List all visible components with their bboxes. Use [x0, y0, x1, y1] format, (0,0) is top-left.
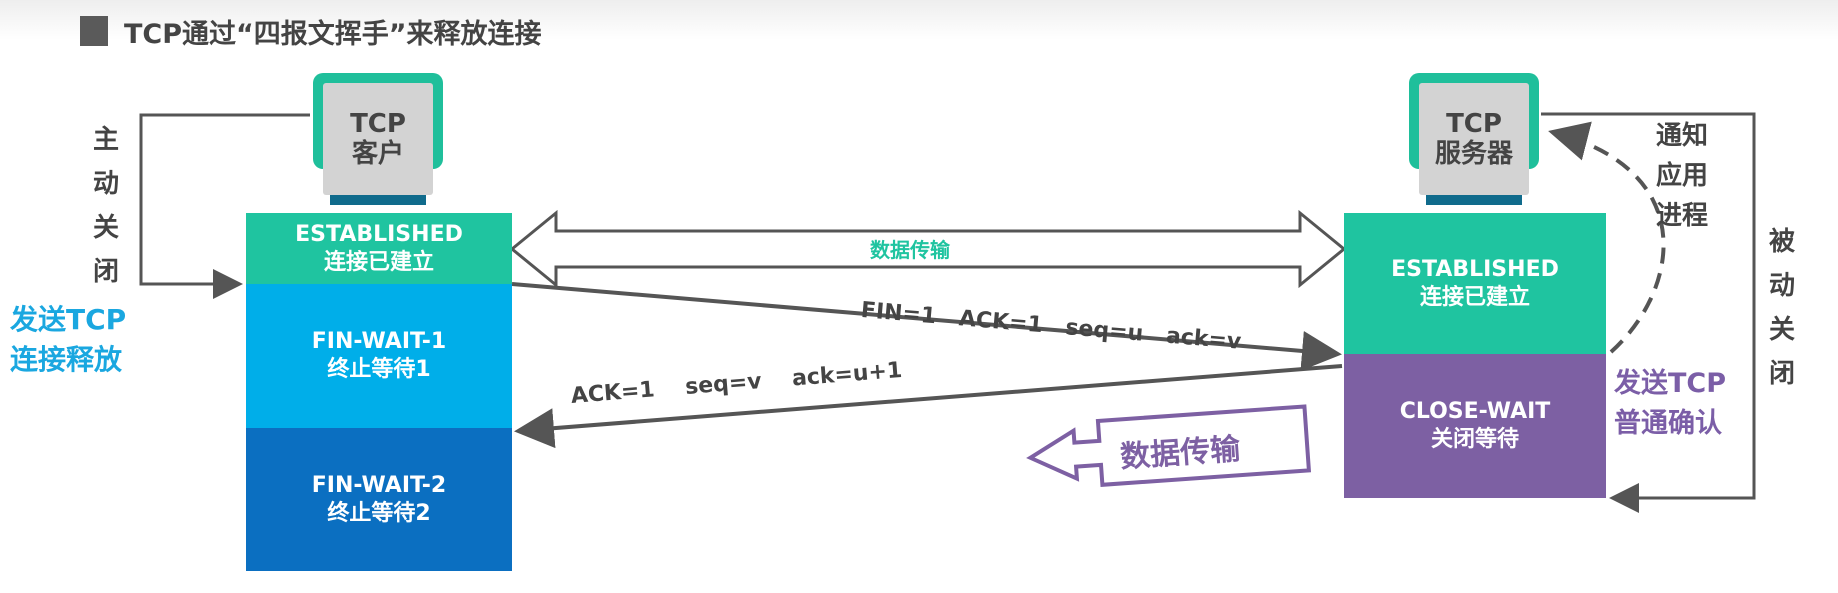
- passive-close-line: [1541, 112, 1756, 513]
- label-line: 发送TCP: [10, 303, 127, 336]
- server-label-1: TCP: [1446, 109, 1502, 139]
- send-fin-label: 发送TCP 连接释放: [10, 300, 126, 380]
- state-name: ESTABLISHED: [1391, 256, 1559, 282]
- client-state-fin-wait-1: FIN-WAIT-1 终止等待1: [246, 284, 512, 428]
- passive-close-label: 被动关闭: [1768, 227, 1795, 389]
- notify-app-label: 通知应用进程: [1656, 116, 1708, 236]
- label-line: 进程: [1656, 201, 1709, 231]
- state-name: FIN-WAIT-1: [311, 329, 447, 354]
- client-label-1: TCP: [350, 109, 406, 139]
- active-close-line: [139, 113, 310, 299]
- client-label-2: 客户: [351, 139, 404, 169]
- page-title: TCP通过“四报文挥手”来释放连接: [124, 19, 542, 50]
- fin-arrow: [511, 282, 1342, 371]
- data-transfer-label: 数据传输: [870, 238, 950, 262]
- state-name: CLOSE-WAIT: [1399, 399, 1551, 424]
- ack-arrow: [514, 364, 1343, 449]
- label-line: 发送TCP: [1614, 368, 1727, 399]
- label-line: 通知: [1656, 121, 1709, 151]
- server-label-2: 服务器: [1434, 139, 1513, 169]
- label-line: 应用: [1656, 161, 1709, 191]
- label-line: 普通确认: [1614, 408, 1722, 439]
- half-data-transfer-arrow: [1026, 404, 1312, 487]
- notify-dashed-arrow: [1548, 121, 1666, 354]
- title-bullet: [80, 16, 108, 46]
- active-close-label: 主动关闭: [92, 125, 119, 287]
- send-ack-label: 发送TCP 普通确认: [1614, 364, 1726, 444]
- state-name: ESTABLISHED: [295, 221, 463, 247]
- half-data-transfer-label: 数据传输: [1119, 431, 1242, 476]
- label-line: 连接释放: [10, 343, 123, 376]
- server-state-close-wait: CLOSE-WAIT 关闭等待: [1344, 354, 1606, 498]
- state-desc: 关闭等待: [1430, 427, 1519, 452]
- state-desc: 连接已建立: [323, 249, 434, 275]
- state-desc: 连接已建立: [1419, 284, 1530, 310]
- state-desc: 终止等待1: [327, 357, 431, 382]
- state-name: FIN-WAIT-2: [311, 472, 447, 498]
- state-desc: 终止等待2: [327, 500, 431, 526]
